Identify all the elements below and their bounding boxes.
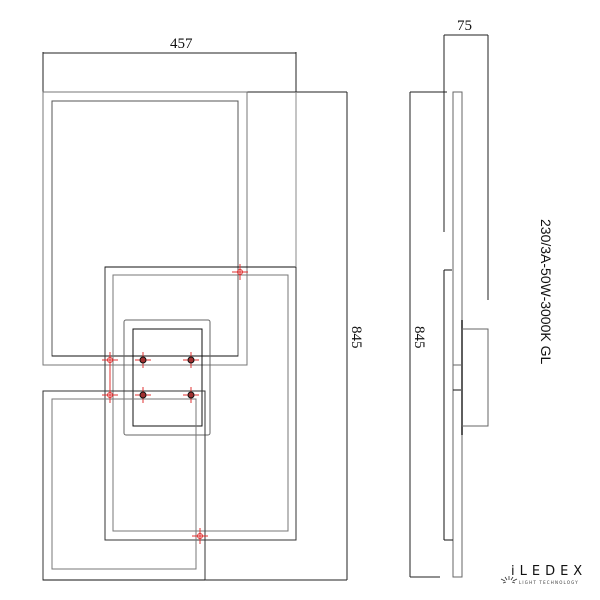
side-panel [443,91,489,578]
height-dimension [43,91,348,581]
mount-point-icon [135,352,151,368]
mount-point-icon [135,387,151,403]
side-height-label: 845 [411,326,427,349]
frame-top-left [42,91,248,366]
mount-point-icon [192,528,208,544]
mount-points [102,264,248,544]
frame-middle-right [104,92,297,541]
brand-tagline: LIGHT TECHNOLOGY [519,580,579,585]
frame-center-small [123,319,211,436]
side-height-dimension [409,91,447,578]
side-view: 75 845 230/3A-50W-3000K GL [409,18,554,578]
width-dimension [42,52,297,92]
brand-name: iLEDEX [511,564,588,579]
light-rays-icon [500,576,518,584]
width-dimension-label: 457 [170,36,193,52]
frame-bottom-left [42,390,206,581]
front-view: 457 845 [42,36,364,581]
depth-dimension [443,34,489,300]
mount-point-icon [183,387,199,403]
brand-logo: iLEDEX LIGHT TECHNOLOGY [497,564,593,590]
height-dimension-label: 845 [348,326,364,349]
depth-dimension-label: 75 [457,18,472,34]
mount-point-icon [232,264,248,280]
mount-point-icon [183,352,199,368]
spec-label: 230/3A-50W-3000K GL [538,219,554,364]
